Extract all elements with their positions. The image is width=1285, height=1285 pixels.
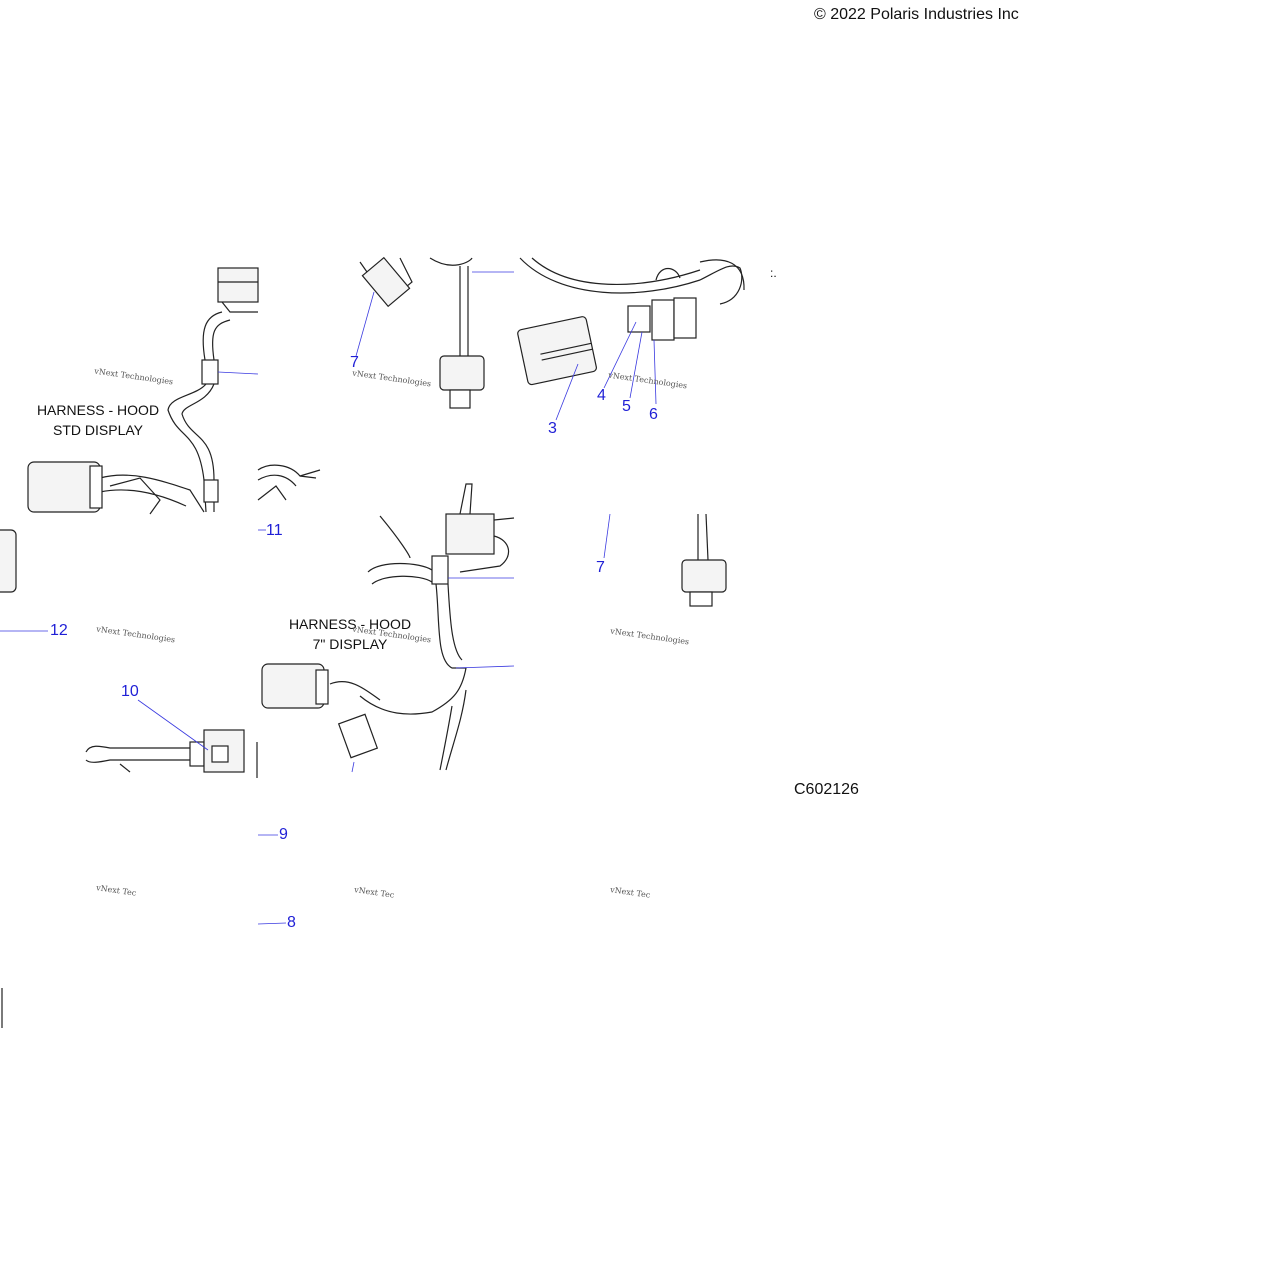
connector-detail-drawing-2 bbox=[681, 513, 727, 607]
seven-inch-harness-drawing bbox=[257, 464, 515, 771]
callout-leaders bbox=[0, 271, 657, 925]
callout-7-mid[interactable]: 7 bbox=[596, 559, 605, 576]
callout-10[interactable]: 10 bbox=[121, 683, 139, 700]
connector-detail-drawing bbox=[359, 256, 485, 409]
callout-3[interactable]: 3 bbox=[548, 420, 557, 437]
title-7in-line-1: HARNESS - HOOD bbox=[288, 616, 412, 632]
stray-mark: :. bbox=[770, 266, 777, 280]
title-std-line-1: HARNESS - HOOD bbox=[36, 402, 160, 418]
figure-code: C602126 bbox=[794, 781, 859, 798]
callout-12[interactable]: 12 bbox=[50, 622, 68, 639]
callout-8[interactable]: 8 bbox=[287, 914, 296, 931]
title-7in-line-2: 7" DISPLAY bbox=[312, 636, 388, 652]
callout-9[interactable]: 9 bbox=[279, 826, 288, 843]
std-display-detail-drawing bbox=[0, 529, 245, 773]
callout-5[interactable]: 5 bbox=[622, 398, 631, 415]
callout-7-top[interactable]: 7 bbox=[350, 354, 359, 371]
callout-4[interactable]: 4 bbox=[597, 387, 606, 404]
relay-and-clip-drawing bbox=[517, 257, 745, 386]
callout-6[interactable]: 6 bbox=[649, 406, 658, 423]
title-std-line-2: STD DISPLAY bbox=[53, 422, 143, 438]
std-display-harness-drawing bbox=[27, 267, 259, 515]
callout-11[interactable]: 11 bbox=[266, 522, 283, 539]
title-7in-display: HARNESS - HOOD 7" DISPLAY bbox=[280, 614, 420, 654]
title-std-display: HARNESS - HOOD STD DISPLAY bbox=[28, 400, 168, 440]
copyright-notice: © 2022 Polaris Industries Inc bbox=[814, 6, 1019, 23]
